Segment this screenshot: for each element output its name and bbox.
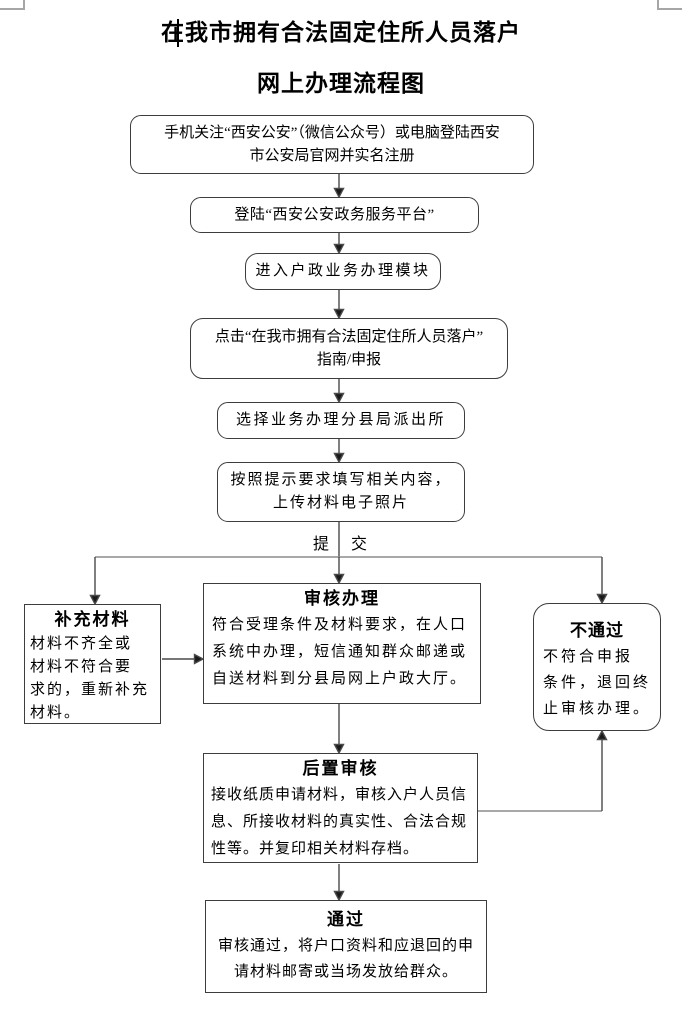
not-approved-box: 不通过 不符合申报 条件，退回终 止审核办理。 [533, 603, 661, 731]
connector-step5-step6 [333, 439, 345, 464]
submit-label-left: 提 [312, 536, 329, 553]
step-enter-module-box: 进入户政业务办理模块 [245, 253, 441, 290]
approved-body: 审核通过，将户口资料和应退回的申 请材料邮寄或当场发放给群众。 [217, 938, 474, 980]
page-subtitle: 网上办理流程图 [257, 71, 425, 96]
step-fill-upload-text: 按照提示要求填写相关内容， 上传材料电子照片 [230, 472, 452, 511]
connector-supplement-review [162, 653, 205, 665]
connector-review-postreview [333, 704, 345, 755]
step-register-box: 手机关注“西安公安”（微信公众号）或电脑登陆西安 市公安局官网并实名注册 [130, 115, 534, 174]
supplement-materials-title: 补充材料 [54, 610, 131, 629]
connector-postreview-reject-vertical [596, 729, 608, 811]
connector-branch-reject [596, 557, 608, 605]
connector-step4-step5 [333, 379, 345, 404]
not-approved-title: 不通过 [570, 621, 624, 640]
approved-title: 通过 [327, 910, 365, 929]
review-handling-body: 符合受理条件及材料要求，在人口 系统中办理，短信通知群众邮递或 自送材料到分县局… [212, 617, 468, 687]
submit-label: 提 交 [240, 534, 440, 556]
step-login-box: 登陆“西安公安政务服务平台” [190, 197, 479, 233]
text-cursor [177, 19, 179, 47]
not-approved-body: 不符合申报 条件，退回终 止审核办理。 [543, 649, 652, 717]
connector-postreview-pass [333, 864, 345, 902]
supplement-materials-body: 材料不齐全或 材料不符合要 求的，重新补充 材料。 [30, 636, 150, 721]
post-review-body: 接收纸质申请材料，审核入户人员信 息、所接收材料的真实性、合法合规 性等。并复印… [211, 787, 468, 857]
step-click-guide-text: 点击“在我市拥有合法固定住所人员落户” 指南/申报 [214, 328, 484, 368]
step-fill-upload-box: 按照提示要求填写相关内容， 上传材料电子照片 [217, 462, 465, 522]
supplement-materials-box: 补充材料 材料不齐全或 材料不符合要 求的，重新补充 材料。 [24, 604, 161, 724]
approved-box: 通过 审核通过，将户口资料和应退回的申 请材料邮寄或当场发放给群众。 [205, 900, 487, 993]
review-handling-box: 审核办理 符合受理条件及材料要求，在人口 系统中办理，短信通知群众邮递或 自送材… [203, 583, 481, 704]
connector-step3-step4 [333, 290, 345, 320]
connector-step2-step3 [333, 233, 345, 255]
step-click-guide-box: 点击“在我市拥有合法固定住所人员落户” 指南/申报 [190, 318, 508, 379]
post-review-title: 后置审核 [302, 759, 379, 778]
connector-step1-step2 [333, 174, 345, 199]
connector-branch-supplement [89, 557, 101, 606]
step-register-text: 手机关注“西安公安”（微信公众号）或电脑登陆西安 市公安局官网并实名注册 [164, 124, 500, 164]
page-title: 在我市拥有合法固定住所人员落户 [161, 20, 521, 45]
post-review-box: 后置审核 接收纸质申请材料，审核入户人员信 息、所接收材料的真实性、合法合规 性… [203, 753, 478, 863]
review-handling-title: 审核办理 [304, 589, 380, 608]
submit-label-right: 交 [351, 536, 368, 553]
step-login-text: 登陆“西安公安政务服务平台” [234, 206, 435, 223]
connector-branch-review [333, 557, 345, 585]
table-corner-mark-right [657, 0, 682, 10]
step-select-bureau-text: 选择业务办理分县局派出所 [235, 412, 446, 428]
step-enter-module-text: 进入户政业务办理模块 [255, 263, 431, 279]
step-select-bureau-box: 选择业务办理分县局派出所 [217, 402, 465, 439]
table-corner-mark-left [0, 0, 25, 10]
